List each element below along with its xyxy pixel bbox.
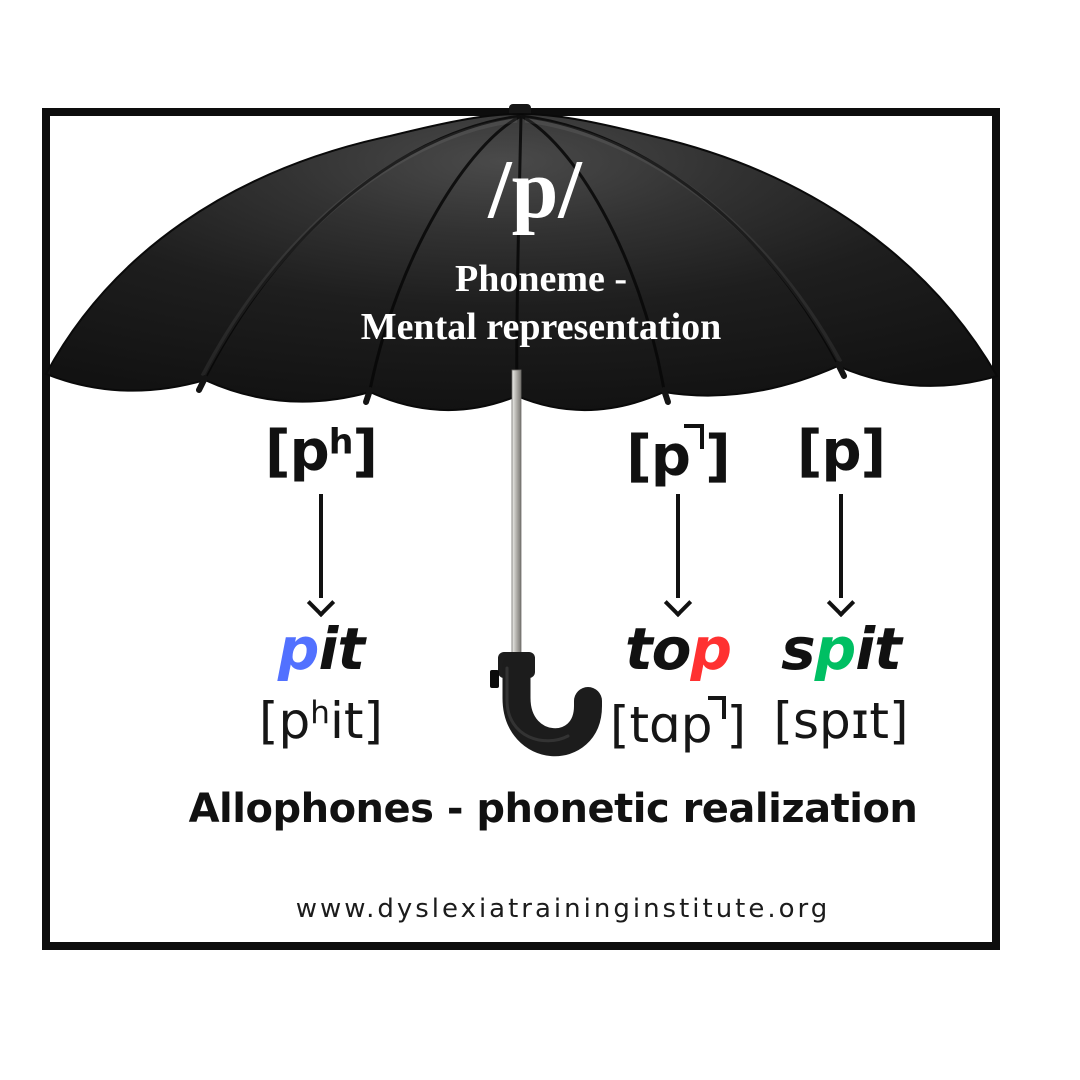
umbrella-shaft: [511, 369, 522, 665]
text-segment: p: [690, 615, 733, 683]
text-segment: it]: [329, 692, 383, 750]
word-transcription: [tɑp]: [538, 696, 818, 750]
text-segment: ]: [352, 419, 378, 484]
text-segment: to: [624, 615, 692, 683]
umbrella-handle-sheen: [505, 666, 570, 743]
unreleased-corner-diacritic: [707, 696, 726, 719]
example-word: top: [538, 620, 818, 678]
text-segment: [p: [265, 419, 330, 484]
allophones-caption: Allophones - phonetic realization: [188, 786, 918, 832]
phoneme-label-line1: Phoneme -: [454, 258, 628, 300]
superscript-h: h: [328, 422, 354, 463]
superscript-h: h: [310, 695, 330, 732]
allophone-ipa: [p]: [538, 424, 818, 485]
text-segment: p: [814, 615, 857, 683]
website-url: www.dyslexiatraininginstitute.org: [295, 894, 831, 924]
umbrella-rib-tips: [196, 361, 847, 405]
text-segment: ]: [726, 696, 747, 754]
down-arrow: [306, 494, 336, 618]
column-aspirated: [ph] pit [phit]: [181, 424, 461, 764]
word-transcription: [phit]: [181, 696, 461, 746]
arrow-line: [676, 494, 680, 598]
arrow-head: [306, 588, 336, 618]
umbrella-rib-highlights: [200, 117, 843, 378]
column-plain: [p] spit [spɪt]: [701, 424, 981, 764]
text-segment: it: [855, 615, 902, 683]
arrow-head: [826, 588, 856, 618]
arrow-line: [839, 494, 843, 598]
allophone-ipa: [p]: [701, 424, 981, 480]
allophone-ipa: [ph]: [181, 424, 461, 480]
text-segment: it: [318, 615, 365, 683]
example-word: pit: [181, 620, 461, 678]
text-segment: [tɑp: [609, 696, 713, 754]
umbrella-handle-button: [490, 670, 499, 688]
umbrella-canopy: [44, 112, 999, 412]
unreleased-corner-diacritic: [684, 424, 705, 450]
text-segment: [p]: [796, 419, 886, 484]
phoneme-symbol: /p/: [488, 143, 582, 236]
text-segment: ]: [705, 424, 731, 490]
column-unreleased: [p] top [tɑp]: [538, 424, 818, 764]
example-word: spit: [701, 620, 981, 678]
down-arrow: [663, 494, 693, 618]
umbrella-handle-hook: [502, 652, 602, 757]
text-segment: [p: [626, 424, 691, 490]
arrow-head: [663, 588, 693, 618]
phoneme-label-line2: Mental representation: [360, 306, 722, 348]
word-transcription: [spɪt]: [701, 696, 981, 746]
text-segment: [spɪt]: [773, 692, 909, 750]
arrow-line: [319, 494, 323, 598]
umbrella-rib-seams: [203, 114, 840, 395]
down-arrow: [826, 494, 856, 618]
text-segment: p: [277, 615, 320, 683]
text-segment: [p: [259, 692, 311, 750]
text-segment: s: [781, 615, 816, 683]
